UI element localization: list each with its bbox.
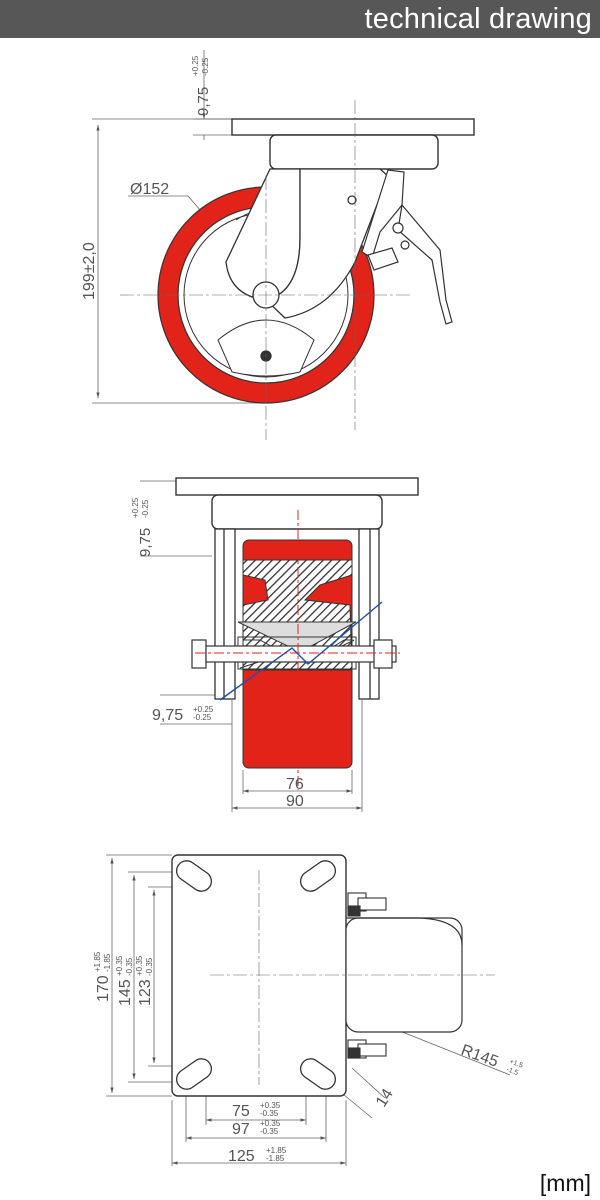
svg-text:125: 125 [228, 1148, 255, 1165]
header-title: technical drawing [364, 3, 592, 35]
side-plate-tolerance: 9,75 [195, 87, 212, 116]
front-top-plate [175, 477, 419, 530]
svg-text:-0.25: -0.25 [201, 57, 210, 76]
svg-text:9,75: 9,75 [137, 528, 154, 557]
svg-text:-1.5: -1.5 [505, 1066, 519, 1077]
svg-text:97: 97 [232, 1121, 250, 1138]
section-cut-line [219, 601, 383, 701]
top-plate [231, 118, 475, 170]
brake-lever [361, 169, 453, 325]
svg-text:+0.35: +0.35 [115, 955, 124, 976]
svg-text:-0.25: -0.25 [193, 713, 212, 722]
unit-label: [mm] [540, 1170, 591, 1196]
svg-text:-1.85: -1.85 [103, 953, 112, 972]
svg-text:+0.35: +0.35 [135, 955, 144, 976]
front-centerlines [195, 510, 400, 790]
svg-text:+0.25: +0.25 [191, 55, 200, 76]
header-bar: technical drawing [0, 0, 600, 38]
svg-text:+1.85: +1.85 [266, 1146, 287, 1155]
mounting-slots [175, 860, 337, 1090]
front-view: 9,75 +0.25 -0.25 9,75 +0.25 -0.25 76 90 [131, 477, 419, 812]
svg-text:-0.35: -0.35 [125, 957, 134, 976]
wheel-width-dimension: 76 [286, 776, 304, 793]
axle-offset-dimension: 9,75 [152, 707, 183, 724]
svg-text:+0.25: +0.25 [131, 497, 140, 518]
top-brake-parts [347, 892, 387, 1059]
svg-text:+1.85: +1.85 [93, 951, 102, 972]
front-view-extension-lines [140, 480, 363, 812]
svg-text:-1.85: -1.85 [266, 1154, 285, 1163]
slot-width-dimension: 14 [373, 1086, 397, 1110]
svg-text:-0.35: -0.35 [260, 1109, 279, 1118]
svg-text:170: 170 [95, 975, 112, 1002]
svg-text:+0.35: +0.35 [260, 1119, 281, 1128]
overall-height-dimension: 199±2,0 [81, 242, 98, 300]
svg-text:+0.25: +0.25 [193, 705, 214, 714]
svg-text:+1.5: +1.5 [508, 1058, 523, 1069]
top-centerlines [210, 870, 495, 1085]
top-view: 170 +1.85 -1.85 145 +0.35 -0.35 123 +0.3… [93, 854, 524, 1166]
swivel-radius-dimension: R145 [459, 1042, 501, 1071]
svg-text:+0.35: +0.35 [260, 1101, 281, 1110]
svg-text:75: 75 [232, 1103, 250, 1120]
svg-text:-0.35: -0.35 [145, 957, 154, 976]
svg-text:145: 145 [117, 979, 134, 1006]
overall-width-dimension: 90 [286, 793, 304, 810]
svg-text:123: 123 [137, 979, 154, 1006]
svg-text:-0.25: -0.25 [141, 499, 150, 518]
svg-text:-0.35: -0.35 [260, 1127, 279, 1136]
side-view-centerlines [120, 100, 410, 440]
wheel-diameter-dimension: Ø152 [130, 181, 169, 198]
side-view: 9,75 +0.25 -0.25 199±2,0 Ø152 [81, 50, 475, 440]
axle-bolt [191, 639, 397, 669]
